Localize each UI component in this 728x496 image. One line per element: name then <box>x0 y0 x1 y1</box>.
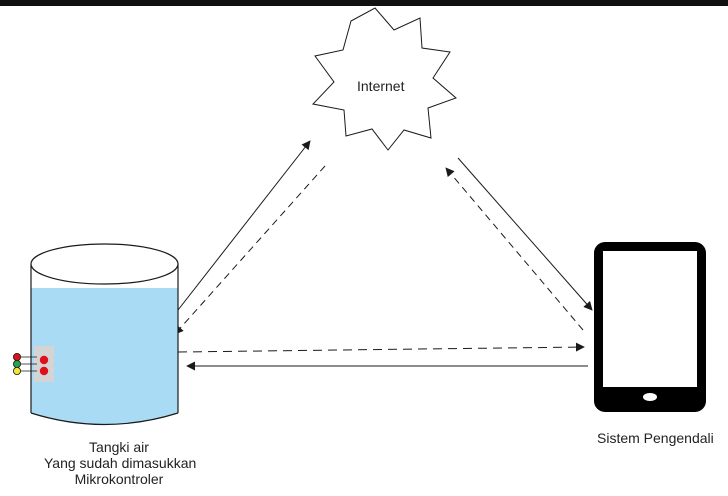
tank-label-line3: Mikrokontroler <box>74 471 164 487</box>
arrow-internet-to-controller <box>457 157 593 311</box>
tablet-screen <box>603 251 697 387</box>
controller-label: Sistem Pengendali <box>597 430 714 446</box>
water-tank <box>30 243 179 426</box>
arrow-tank-to-internet <box>170 140 311 320</box>
tablet-device-icon <box>594 242 706 412</box>
arrow-internet-to-tank-dashed <box>174 165 326 335</box>
led-yellow-icon <box>12 366 21 375</box>
module-led-top-icon <box>39 355 49 365</box>
microcontroller-module <box>12 346 54 382</box>
internet-label: Internet <box>357 78 405 94</box>
arrow-tank-to-controller-dashed <box>177 342 585 353</box>
tablet-home-button-icon <box>643 393 657 401</box>
internet-cloud-icon <box>312 7 457 151</box>
tank-label-line1: Tangki air <box>89 439 149 455</box>
module-led-bottom-icon <box>39 366 49 376</box>
led-green-icon <box>12 359 21 368</box>
water-fill <box>31 288 178 425</box>
arrow-controller-to-internet-dashed <box>445 167 584 331</box>
tank-bottom <box>30 412 179 426</box>
tank-label-line2: Yang sudah dimasukkan <box>44 455 197 471</box>
tank-label: Tangki air Yang sudah dimasukkan Mikroko… <box>44 439 197 487</box>
top-border <box>0 0 728 6</box>
tank-top-rim <box>30 243 179 285</box>
led-red-icon <box>12 352 21 361</box>
